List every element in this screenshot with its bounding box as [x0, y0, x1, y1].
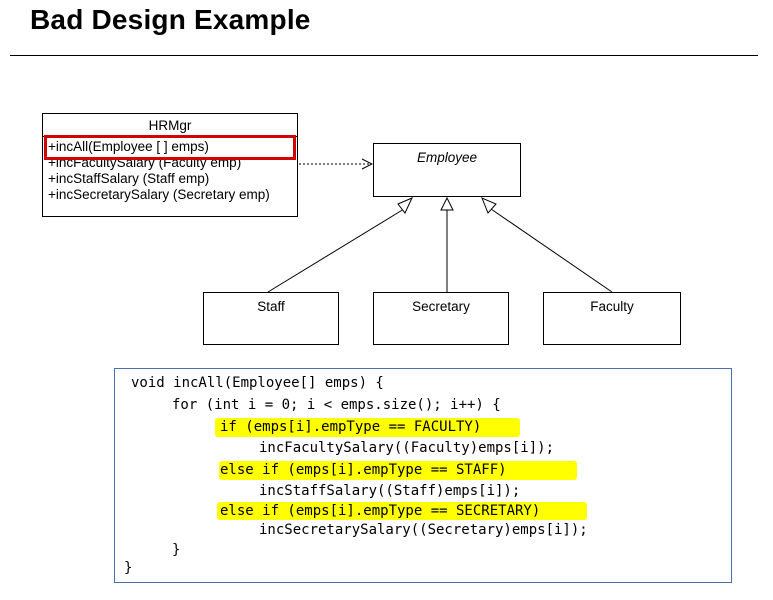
- code-line-3: if (emps[i].empType == FACULTY): [220, 419, 482, 435]
- code-line-10: }: [124, 560, 133, 576]
- method-inc-secretary-salary: +incSecretarySalary (Secretary emp): [48, 187, 270, 202]
- employee-class-box: Employee: [373, 143, 521, 197]
- method-inc-all: +incAll(Employee [ ] emps): [48, 139, 209, 154]
- code-line-8: incSecretarySalary((Secretary)emps[i]);: [259, 522, 588, 538]
- hrmgr-class-name: HRMgr: [148, 118, 192, 133]
- code-line-1: void incAll(Employee[] emps) {: [131, 375, 384, 391]
- generalization-line-faculty: [490, 208, 613, 293]
- title-divider: [10, 55, 758, 56]
- code-line-7: else if (emps[i].empType == SECRETARY): [220, 503, 541, 519]
- code-line-2: for (int i = 0; i < emps.size(); i++) {: [172, 397, 501, 413]
- staff-class-name: Staff: [257, 299, 285, 314]
- faculty-class-name: Faculty: [590, 299, 634, 314]
- generalization-arrowhead-secretary: [440, 196, 454, 211]
- code-line-9: }: [172, 542, 181, 558]
- secretary-class-name: Secretary: [412, 299, 470, 314]
- code-highlight-staff: [219, 461, 577, 480]
- code-line-4: incFacultySalary((Faculty)emps[i]);: [259, 440, 555, 456]
- code-line-6: incStaffSalary((Staff)emps[i]);: [259, 483, 521, 499]
- generalization-line-staff: [267, 208, 405, 293]
- method-inc-staff-salary: +incStaffSalary (Staff emp): [48, 171, 210, 186]
- faculty-class-box: Faculty: [543, 292, 681, 345]
- generalization-arrowhead-staff: [397, 197, 414, 214]
- code-listing: void incAll(Employee[] emps) { for (int …: [114, 368, 732, 583]
- staff-class-box: Staff: [203, 292, 339, 345]
- code-line-5: else if (emps[i].empType == STAFF): [220, 462, 507, 478]
- code-highlight-faculty: [215, 418, 520, 437]
- method-highlight-box: [44, 135, 296, 160]
- employee-class-name: Employee: [416, 150, 478, 165]
- slide-title: Bad Design Example: [30, 4, 311, 35]
- generalization-arrowhead-faculty: [481, 197, 497, 214]
- code-highlight-secretary: [217, 502, 587, 520]
- secretary-class-box: Secretary: [373, 292, 509, 345]
- hrmgr-class-box: HRMgr +incAll(Employee [ ] emps) +incFac…: [42, 113, 298, 217]
